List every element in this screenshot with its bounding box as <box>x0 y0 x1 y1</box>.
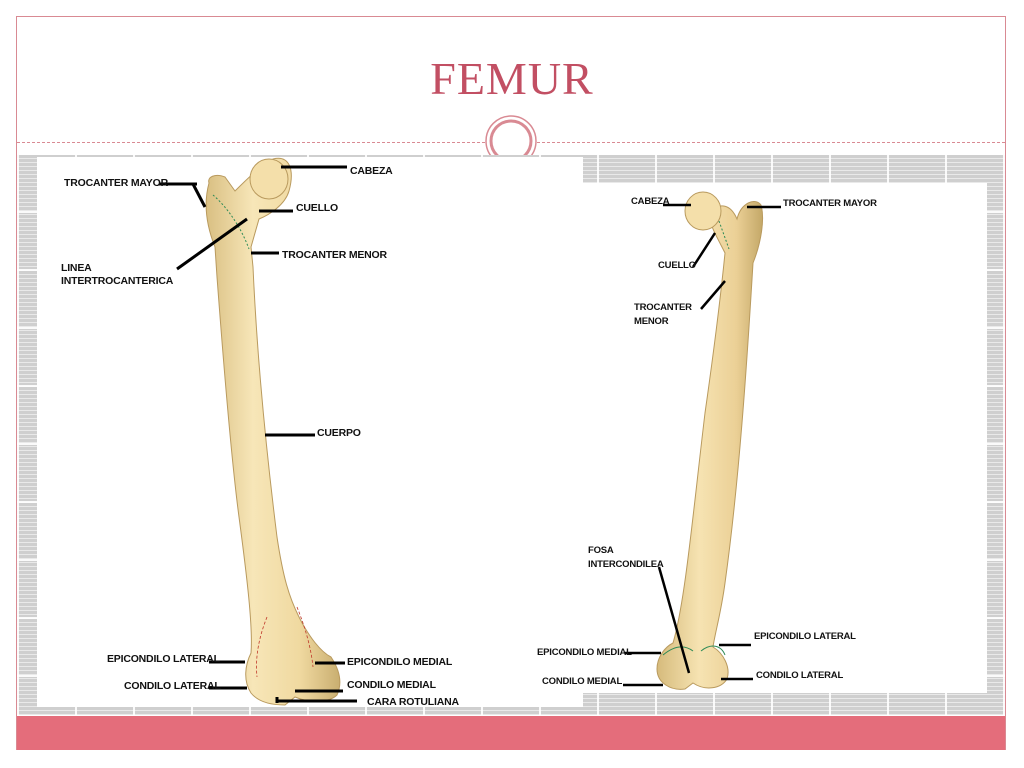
label-trocanter-menor-posterior: TROCANTER MENOR <box>634 302 692 327</box>
label-linea-intertrocanterica: LINEA INTERTROCANTERICA <box>61 262 174 287</box>
label-condilo-medial-anterior: CONDILO MEDIAL <box>347 679 436 691</box>
label-cabeza-anterior: CABEZA <box>350 165 393 177</box>
femur-anterior-panel: TROCANTER MAYOR CABEZA CUELLO LINEA INTE… <box>37 157 583 707</box>
label-epicondilo-medial-anterior: EPICONDILO MEDIAL <box>347 656 453 668</box>
label-cabeza-posterior: CABEZA <box>631 196 670 207</box>
label-cuello-anterior: CUELLO <box>296 202 338 214</box>
femoral-head <box>249 158 289 200</box>
femur-posterior-bone <box>656 201 764 690</box>
label-fosa-intercondilea: FOSA INTERCONDILEA <box>588 545 664 570</box>
circle-ornament <box>485 115 537 167</box>
label-epicondilo-medial-posterior: EPICONDILO MEDIAL <box>537 647 632 658</box>
footer-bar <box>17 716 1005 750</box>
label-condilo-lateral-posterior: CONDILO LATERAL <box>756 670 844 681</box>
femur-anterior-bone <box>205 157 341 706</box>
slide-title: FEMUR <box>430 53 594 104</box>
label-trocanter-menor-anterior: TROCANTER MENOR <box>282 249 387 261</box>
label-epicondilo-lateral-posterior: EPICONDILO LATERAL <box>754 631 856 642</box>
femur-posterior-illustration <box>623 191 781 690</box>
femur-posterior-panel: CABEZA TROCANTER MAYOR CUELLO TROCANTER … <box>525 183 987 693</box>
femur-anterior-illustration <box>159 157 357 706</box>
label-condilo-medial-posterior: CONDILO MEDIAL <box>542 676 623 687</box>
label-cuello-posterior: CUELLO <box>658 260 696 271</box>
label-cuerpo: CUERPO <box>317 427 361 439</box>
label-epicondilo-lateral-anterior: EPICONDILO LATERAL <box>107 653 220 665</box>
label-condilo-lateral-anterior: CONDILO LATERAL <box>124 680 221 692</box>
label-cara-rotuliana: CARA ROTULIANA <box>367 696 459 707</box>
label-trocanter-mayor-posterior: TROCANTER MAYOR <box>783 198 877 209</box>
label-trocanter-mayor-anterior: TROCANTER MAYOR <box>64 177 168 189</box>
femoral-head-posterior <box>684 191 722 231</box>
